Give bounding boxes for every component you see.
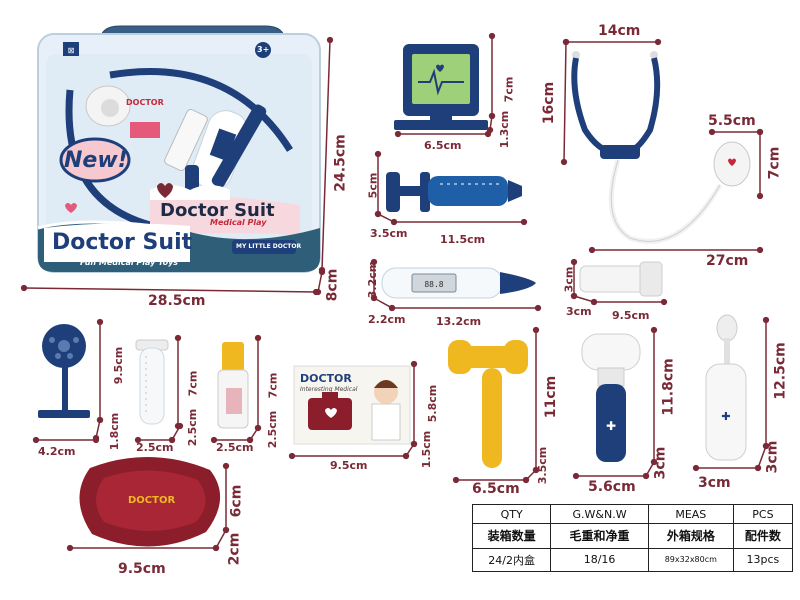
toy-syringe [386,172,522,212]
reflex-hammer [448,340,528,468]
flashlight-depth-label: 3cm [566,305,592,318]
tray-width-label: 9.5cm [118,561,166,577]
hammer-depth-label: 3.5cm [536,446,550,485]
otoscope-height-label: 11.8cm [660,358,677,416]
monitor-width-label: 6.5cm [424,139,462,152]
stethoscope-height-label: 16cm [541,81,558,125]
card-subtitle: Interesting Medical [300,386,358,393]
otoscope: ✚ [581,333,641,462]
svg-text:✚: ✚ [721,410,730,423]
bag-depth-label: 8cm [324,268,341,302]
syringe-height-label: 5cm [366,172,380,199]
tube-width-label: 2.5cm [136,441,174,454]
thermometer-depth-label: 2.2cm [368,313,406,326]
package-new-badge: New! [64,148,128,173]
spec-table: QTY G.W&N.W MEAS PCS 装箱数量 毛重和净重 外箱规格 配件数… [471,503,794,573]
monitor-depth-label: 1.3cm [498,110,512,149]
package-title-main: Doctor Suit [52,230,193,255]
spec-value-pcs: 13pcs [732,547,794,573]
heart-monitor [394,44,488,130]
svg-text:⊠: ⊠ [68,46,75,55]
bag-height-label: 24.5cm [332,134,349,192]
mirror-height-label: 9.5cm [112,346,126,385]
mirror-width-label: 4.2cm [38,445,76,458]
toy-flashlight [579,261,663,297]
thermometer-width-label: 13.2cm [436,315,482,328]
package-box: ⊠ [37,25,321,273]
hammer-width-label: 6.5cm [472,481,520,497]
bag-width-label: 28.5cm [148,293,206,309]
package-small-tag: MY LITTLE DOCTOR [236,243,302,250]
spec-header-qty-cn: 装箱数量 [471,523,552,549]
head-mirror [38,324,90,418]
spec-header-pcs: PCS [732,503,794,525]
thermometer-height-label: 3.2cm [366,260,380,299]
spec-header-meas: MEAS [647,503,734,525]
package-subtitle: Fun Medical Play Toys [80,258,179,267]
dimension-lines [20,32,770,552]
spray-depth-label: 3cm [764,440,781,474]
bottle-width-label: 2.5cm [216,441,254,454]
monitor-height-label: 7cm [502,76,516,103]
flashlight-width-label: 9.5cm [612,309,650,322]
toy-thermometer: 88.8 [381,267,536,299]
flashlight-height-label: 3cm [562,266,576,293]
svg-text:88.8: 88.8 [424,280,443,289]
spec-header-cn-row: 装箱数量 毛重和净重 外箱规格 配件数 [471,523,794,549]
spray-width-label: 3cm [698,475,731,491]
package-age-badge: 3+ [257,45,270,54]
test-tube [135,339,169,425]
syringe-width-label: 11.5cm [440,233,486,246]
nasal-spray: ✚ [705,314,747,461]
stethoscope-length-label: 27cm [706,253,749,269]
spec-values-row: 24/2内盒 18/16 89x32x80cm 13pcs [471,547,794,573]
mirror-depth-label: 1.8cm [108,412,122,451]
syringe-depth-label: 3.5cm [370,227,408,240]
package-brand-small: DOCTOR [126,98,164,107]
kidney-tray [79,456,221,547]
bottle-height-label: 7cm [266,372,280,399]
spec-header-qty: QTY [471,503,552,525]
tube-height-label: 7cm [186,370,200,397]
package-title-script: Medical Play [210,218,267,227]
spec-header-weight-cn: 毛重和净重 [550,523,649,549]
tube-depth-label: 2.5cm [186,408,200,447]
spec-header-pcs-cn: 配件数 [732,523,794,549]
otoscope-depth-label: 3cm [652,446,669,480]
toy-stethoscope [571,51,751,244]
card-height-label: 5.8cm [426,384,440,423]
spec-header-meas-cn: 外箱规格 [647,523,734,549]
svg-text:✚: ✚ [606,419,616,433]
chest-height-label: 7cm [766,146,783,180]
spec-value-qty: 24/2内盒 [471,547,552,573]
doctor-card [293,365,411,445]
spec-value-meas: 89x32x80cm [647,547,734,573]
spec-header-en-row: QTY G.W&N.W MEAS PCS [471,503,794,525]
bottle-depth-label: 2.5cm [266,410,280,449]
tray-depth-label: 2cm [226,532,243,566]
tray-height-label: 6cm [228,484,245,518]
card-width-label: 9.5cm [330,459,368,472]
spray-height-label: 12.5cm [772,342,789,400]
tray-logo: DOCTOR [128,495,176,506]
card-depth-label: 1.5cm [420,430,434,469]
medicine-bottle [217,342,249,429]
card-title: DOCTOR [300,372,352,385]
hammer-height-label: 11cm [543,375,560,419]
chest-width-label: 5.5cm [708,113,756,129]
spec-value-weight: 18/16 [550,547,649,573]
package-title-top: Doctor Suit [160,200,275,221]
otoscope-width-label: 5.6cm [588,479,636,495]
spec-header-weight: G.W&N.W [550,503,649,525]
stethoscope-width-label: 14cm [598,23,641,39]
